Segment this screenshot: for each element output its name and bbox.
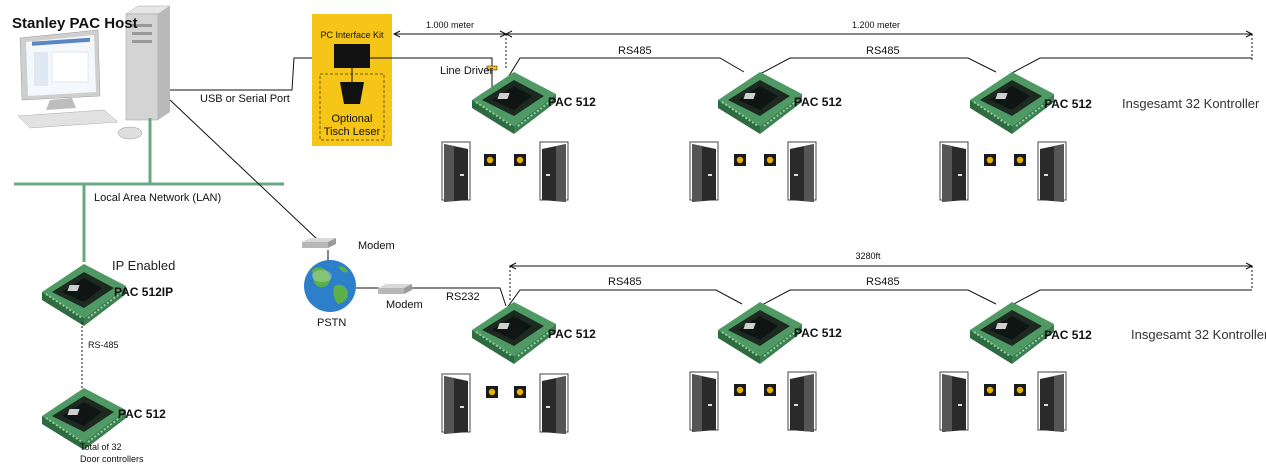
dim-long-label: 1.200 meter [852, 20, 900, 30]
ip-branch-controller-label: PAC 512 [118, 407, 166, 421]
top-controller-1-icon [471, 71, 557, 135]
modem-top-label: Modem [358, 240, 395, 252]
desktop-reader-icon [340, 82, 364, 104]
modem-bottom-icon [378, 284, 412, 294]
top-door-group-3 [939, 141, 1067, 203]
optional-label: Optional [332, 113, 373, 125]
modem-top-icon [302, 238, 336, 248]
lan-label: Local Area Network (LAN) [94, 192, 221, 204]
usb-serial-link [170, 57, 312, 91]
bottom-rs485-segment-2 [759, 289, 997, 307]
bottom-rs485-label-2: RS485 [866, 276, 900, 288]
host-to-modem-link [169, 99, 319, 241]
interface-kit-device-icon [334, 44, 370, 68]
dim-short-label: 1.000 meter [426, 20, 474, 30]
dim-bottom-label: 3280ft [855, 251, 881, 261]
kit-to-line-driver [370, 57, 493, 66]
bottom-door-group-2 [689, 371, 817, 433]
pstn-globe-icon [304, 260, 356, 312]
bottom-controller-2-label: PAC 512 [794, 326, 842, 340]
bottom-controller-1-icon [471, 301, 557, 365]
modem-to-controller-link [412, 287, 507, 307]
top-controller-2-icon [717, 71, 803, 135]
host-title: Stanley PAC Host [12, 15, 138, 32]
desk-reader-label: Tisch Leser [324, 126, 381, 138]
top-controller-1-label: PAC 512 [548, 95, 596, 109]
bottom-controller-3-icon [969, 301, 1055, 365]
bottom-door-group-3 [939, 371, 1067, 433]
ip-rs485-label: RS-485 [88, 340, 119, 350]
bottom-rs485-segment-1 [503, 289, 743, 313]
top-rs485-label-1: RS485 [618, 45, 652, 57]
top-total-label: Insgesamt 32 Kontroller [1122, 96, 1260, 111]
host-pc-icon [17, 5, 171, 140]
modem-bottom-label: Modem [386, 299, 423, 311]
bottom-controller-3-label: PAC 512 [1044, 328, 1092, 342]
rs232-label: RS232 [446, 291, 480, 303]
pstn-label: PSTN [317, 317, 346, 329]
top-rs485-segment-2 [759, 57, 997, 75]
top-door-group-1 [441, 141, 569, 203]
bottom-total-label: Insgesamt 32 Kontroller [1131, 327, 1266, 342]
ip-total-line-2: Door controllers [80, 454, 144, 464]
interface-kit-title: PC Interface Kit [320, 30, 384, 40]
top-door-group-2 [689, 141, 817, 203]
ip-branch-controller-icon [41, 387, 127, 451]
ip-enabled-label: IP Enabled [112, 258, 175, 273]
bottom-door-group-1 [441, 373, 569, 435]
bottom-rs485-label-1: RS485 [608, 276, 642, 288]
bottom-controller-2-icon [717, 301, 803, 365]
top-controller-3-label: PAC 512 [1044, 97, 1092, 111]
top-rs485-label-2: RS485 [866, 45, 900, 57]
bottom-rs485-segment-3 [1009, 289, 1252, 307]
usb-serial-label: USB or Serial Port [200, 93, 290, 105]
top-controller-2-label: PAC 512 [794, 95, 842, 109]
line-driver-label: Line Driver [440, 65, 494, 77]
bottom-controller-1-label: PAC 512 [548, 327, 596, 341]
top-controller-3-icon [969, 71, 1055, 135]
top-rs485-segment-1 [503, 57, 745, 85]
ip-controller-label: PAC 512IP [114, 285, 173, 299]
ip-total-line-1: Total of 32 [80, 442, 122, 452]
top-rs485-segment-3 [1009, 57, 1252, 75]
